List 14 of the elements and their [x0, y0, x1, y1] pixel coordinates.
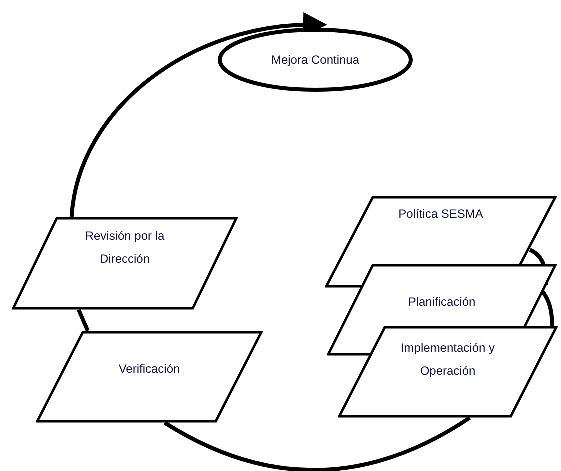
node-label: Implementación y Operación [400, 340, 496, 380]
parallelogram-box [36, 331, 263, 423]
parallelogram-box [12, 217, 238, 310]
node-label: Planificación [407, 294, 477, 310]
parallelogram-box [338, 326, 558, 418]
node-label: Revisión por la Dirección [84, 228, 166, 268]
cycle-arc [541, 290, 554, 326]
cycle-arc [164, 416, 472, 471]
cycle-arc [77, 309, 90, 332]
node-label: Verificación [118, 360, 182, 378]
ellipse-node [218, 28, 413, 92]
node-label: Política SESMA [398, 206, 484, 222]
curved-arrow [70, 13, 328, 218]
node-label: Mejora Continua [270, 52, 361, 68]
